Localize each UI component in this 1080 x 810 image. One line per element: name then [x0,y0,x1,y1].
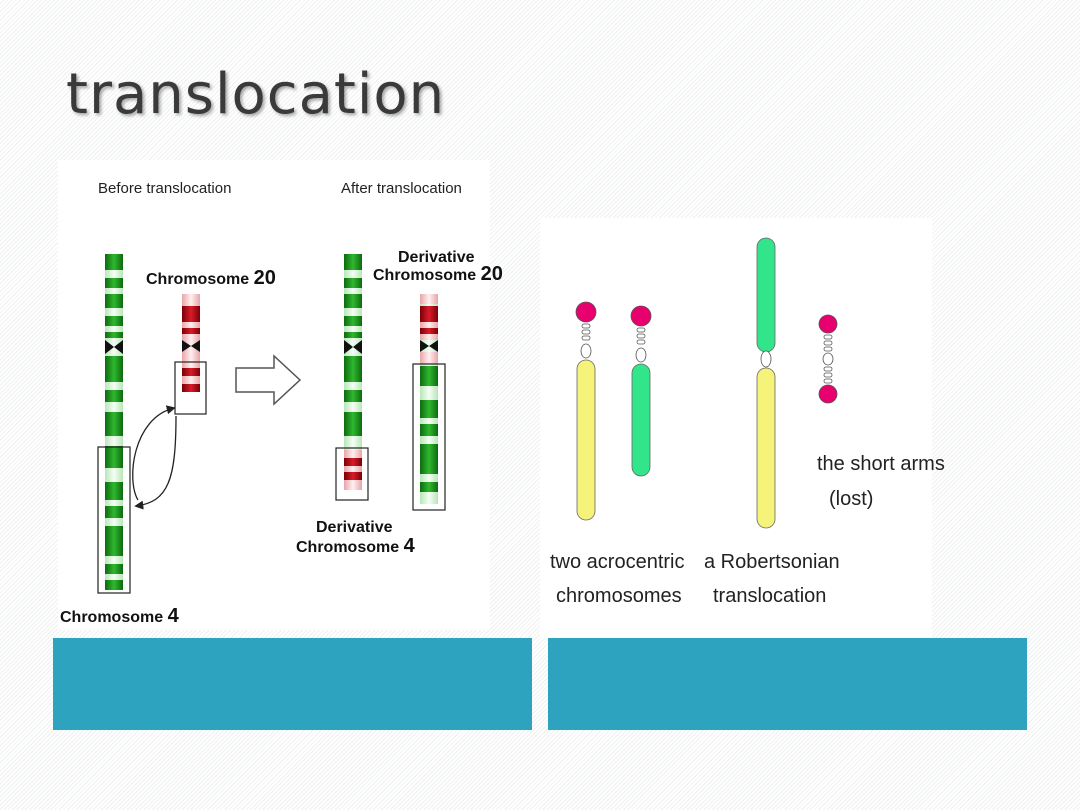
chromosome-4-label: Chromosome 4 [60,605,180,627]
derivative-chromosome-4 [335,254,369,501]
short-arms-label-line2: (lost) [829,488,873,510]
robertsonian-chromosome [756,237,776,529]
acrocentric-label-line2: chromosomes [556,585,682,607]
after-translocation-label: After translocation [341,180,462,197]
chromosome-20-label: Chromosome 20 [146,267,276,289]
derivative-4-label-line1: Derivative [316,519,393,536]
robertsonian-label-line1: a Robertsonian [704,551,840,573]
translocation-diagram: Before translocation After translocation… [58,160,503,630]
derivative-20-label-line1: Derivative [398,249,475,266]
acrocentric-chromosome-yellow [575,301,597,521]
chromosome-20 [174,294,207,415]
transition-arrow-icon [235,354,302,406]
acrocentric-label-line1: two acrocentric [550,551,685,573]
slide-title: translocation [66,62,446,127]
lost-short-arms [818,314,838,404]
chromosome-4 [97,254,131,594]
caption-bar-right [548,638,1027,730]
before-translocation-label: Before translocation [98,180,231,197]
derivative-chromosome-20 [412,294,446,511]
caption-bar-left [53,638,532,730]
derivative-20-label-line2: Chromosome 20 [373,263,503,285]
derivative-4-label-line2: Chromosome 4 [296,535,416,557]
robertsonian-diagram: the short arms (lost) two acrocentric ch… [540,218,945,638]
acrocentric-chromosome-green [630,305,652,477]
short-arms-label-line1: the short arms [817,453,945,475]
robertsonian-label-line2: translocation [713,585,826,607]
